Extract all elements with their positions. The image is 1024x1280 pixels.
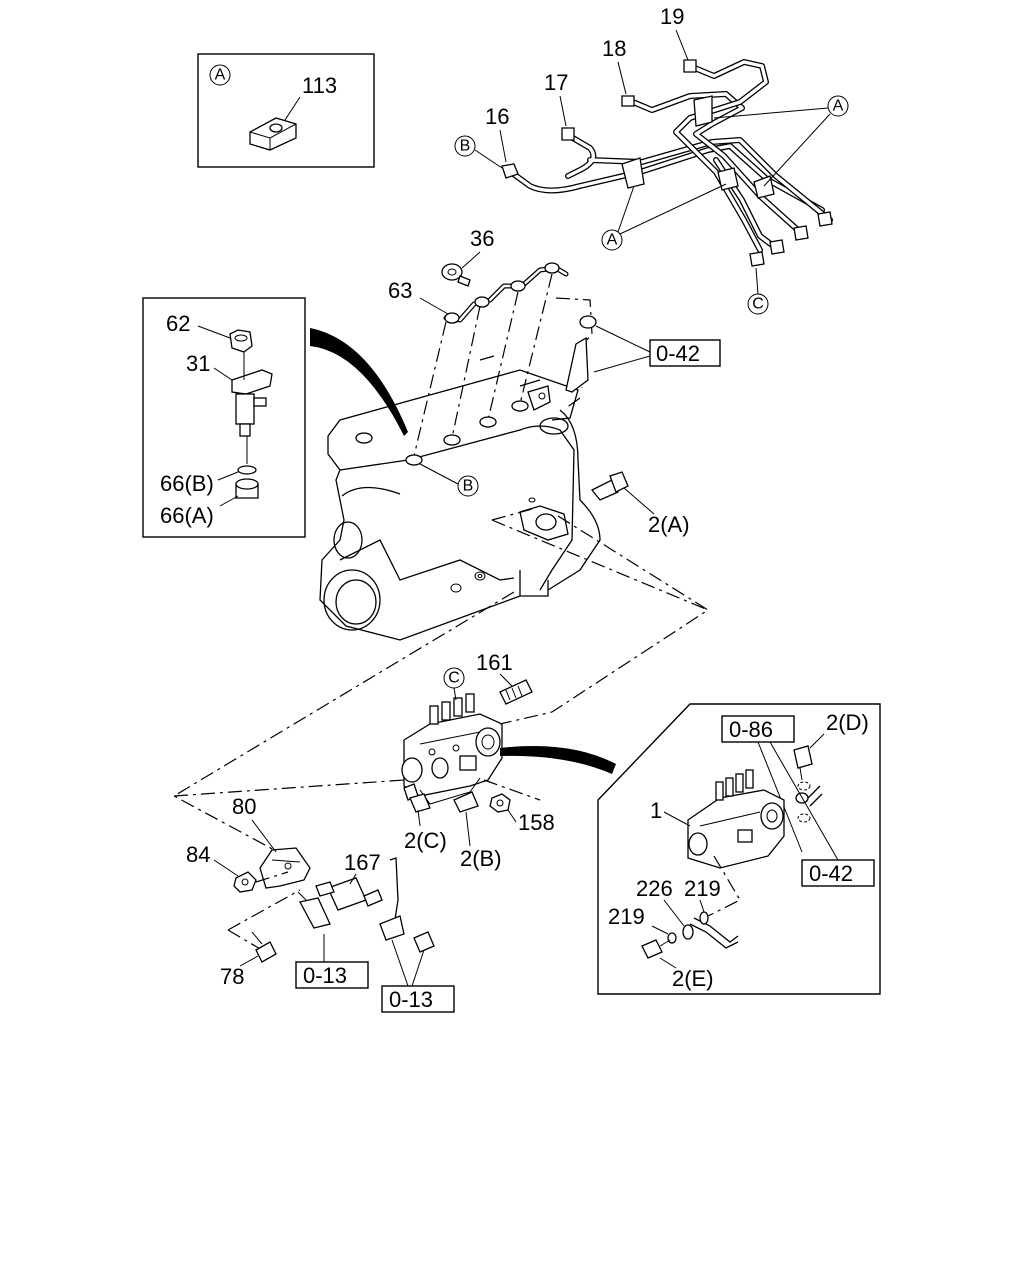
callout-b-pipe: B — [460, 138, 471, 155]
install-path — [499, 515, 710, 725]
pipe-nut-icon — [501, 59, 833, 267]
bolt-2b-icon — [453, 791, 479, 813]
part-label-63: 63 — [388, 278, 412, 303]
inset-pump-box: 0-86 2(D) 0-42 1 — [597, 703, 881, 995]
callout-a-pipes-bottom: A — [607, 232, 618, 249]
ref-0-42-inset[interactable]: 0-42 — [809, 861, 853, 886]
part-label-62: 62 — [166, 311, 190, 336]
part-label-19: 19 — [660, 4, 684, 29]
detail-arrow — [310, 328, 408, 436]
injection-pump-main — [401, 693, 503, 805]
washer-66b-icon — [237, 465, 257, 475]
bolt-2c-icon — [403, 783, 431, 813]
callout-a-inset: A — [215, 67, 226, 84]
callout-c-pipe: C — [752, 296, 764, 313]
part-label-226: 226 — [636, 876, 673, 901]
part-label-2e: 2(E) — [672, 966, 714, 991]
bracket-80-icon — [259, 847, 311, 889]
ref-box-0-13-left[interactable] — [295, 961, 369, 989]
callout-c-pump: C — [448, 670, 460, 687]
pipe-bracket-icon — [689, 917, 739, 949]
part-label-18: 18 — [602, 36, 626, 61]
callout-b-engine: B — [463, 478, 474, 495]
bolt-78-icon — [251, 931, 277, 963]
seal-66a-icon — [235, 478, 259, 499]
part-label-31: 31 — [186, 351, 210, 376]
part-label-219b: 219 — [608, 904, 645, 929]
part-label-80: 80 — [232, 794, 256, 819]
detail-arrow-pump — [500, 746, 616, 774]
bolt-2d-icon — [793, 745, 813, 781]
part-label-219a: 219 — [684, 876, 721, 901]
nut-158-icon — [489, 793, 511, 813]
part-label-113: 113 — [302, 73, 337, 98]
bolt-2e-icon — [641, 939, 671, 959]
part-label-66a: 66(A) — [160, 503, 214, 528]
inset-clamp-box: A 113 — [197, 53, 375, 168]
part-label-78: 78 — [220, 964, 244, 989]
part-label-2b: 2(B) — [460, 846, 502, 871]
ref-0-86[interactable]: 0-86 — [729, 717, 773, 742]
injection-pipe-assembly: 19 18 17 16 B A A C — [454, 4, 849, 315]
part-label-2d: 2(D) — [826, 710, 869, 735]
ref-0-13-left[interactable]: 0-13 — [303, 963, 347, 988]
eye-bolt-36-icon — [441, 263, 471, 287]
nut-84-icon — [233, 871, 257, 893]
ref-0-13-right[interactable]: 0-13 — [389, 987, 433, 1012]
ref-box-0-42-inset[interactable] — [801, 859, 875, 887]
part-label-2c: 2(C) — [404, 828, 447, 853]
part-label-36: 36 — [470, 226, 494, 251]
leak-off-pipe-assembly: 36 63 — [388, 226, 569, 457]
cable-icon — [379, 857, 435, 953]
nut-62-icon — [229, 329, 253, 353]
ref-0-42-top[interactable]: 0-42 — [656, 341, 700, 366]
part-label-17: 17 — [544, 70, 568, 95]
part-label-16: 16 — [485, 104, 509, 129]
part-label-66b: 66(B) — [160, 471, 214, 496]
link-rod-icon — [297, 891, 331, 929]
bolt-2a-icon — [590, 471, 629, 501]
clamp-113-icon — [249, 117, 297, 151]
ref-box-0-42-top[interactable] — [649, 339, 721, 367]
ref-box-0-13-right[interactable] — [381, 985, 455, 1013]
part-label-1: 1 — [650, 798, 662, 823]
inset-injector-box: 62 31 66(B) 66(A) — [142, 297, 306, 538]
sleeve-161-icon — [499, 679, 533, 705]
part-label-2a: 2(A) — [648, 512, 690, 537]
engine-block — [319, 297, 601, 641]
callout-a-pipes-top: A — [833, 98, 844, 115]
part-label-167: 167 — [344, 850, 381, 875]
part-label-84: 84 — [186, 842, 210, 867]
injector-31-icon — [231, 352, 273, 437]
part-label-158: 158 — [518, 810, 555, 835]
part-label-161: 161 — [476, 650, 513, 675]
rod-167-icon — [315, 877, 383, 911]
